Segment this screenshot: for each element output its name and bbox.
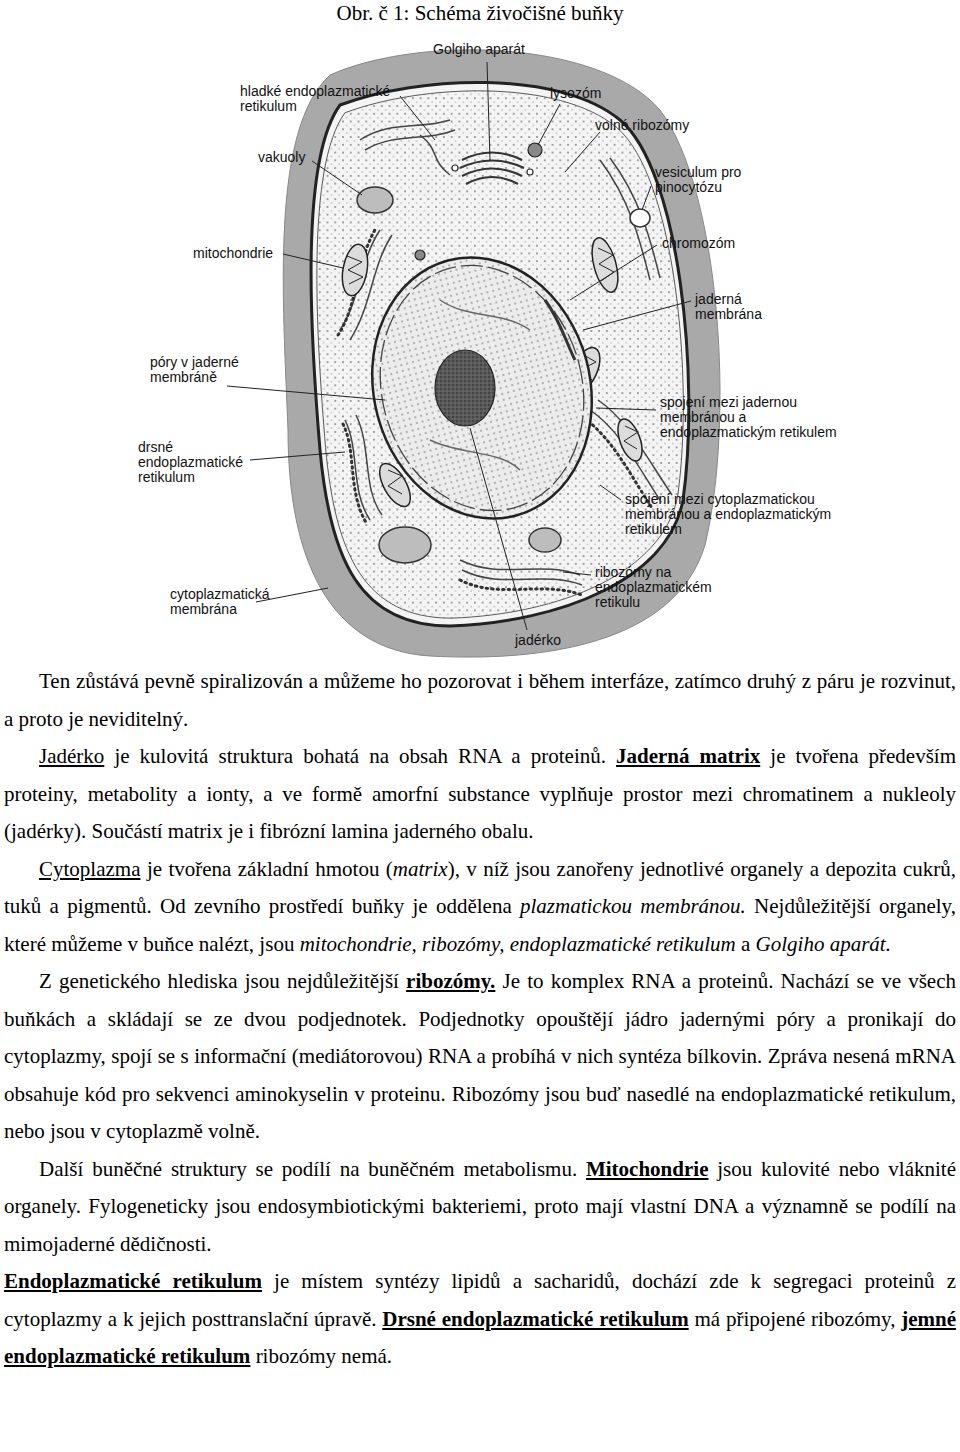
nucleus xyxy=(344,233,621,544)
bold-term: Mitochondrie xyxy=(586,1157,708,1181)
text-run: Ten zůstává pevně spiralizován a můžeme … xyxy=(4,669,956,731)
callout-label: mitochondrie xyxy=(193,246,273,261)
callout-label: hladké endoplazmatické retikulum xyxy=(240,84,415,114)
paragraph: Jadérko je kulovitá struktura bohatá na … xyxy=(4,738,956,851)
endoplasmic-reticulum xyxy=(338,120,672,595)
figure-title: Obr. č 1: Schéma živočišné buňky xyxy=(0,1,960,26)
text-run: Další buněčné struktury se podílí na bun… xyxy=(39,1157,577,1181)
italic-term: matrix xyxy=(393,857,448,881)
callout-label: jaderná membrána xyxy=(695,292,775,322)
bold-term: ribozómy. xyxy=(406,969,495,993)
callout-label: chromozóm xyxy=(662,236,735,251)
callout-label: spojení mezi cytoplazmatickou membránou … xyxy=(625,492,840,537)
callout-label: drsné endoplazmatické retikulum xyxy=(138,440,253,485)
paragraph: Další buněčné struktury se podílí na bun… xyxy=(4,1151,956,1264)
callout-label: volné ribozómy xyxy=(595,118,689,133)
underlined-term: Cytoplazma xyxy=(39,857,140,881)
callout-label: Golgiho aparát xyxy=(433,42,525,57)
callout-label: ribozómy na endoplazmatickém retikulu xyxy=(595,565,730,610)
bold-term: Jaderná matrix xyxy=(616,744,760,768)
callout-label: lysozóm xyxy=(550,86,601,101)
cell-body xyxy=(311,82,689,626)
leader-lines xyxy=(227,62,691,630)
golgi-apparatus xyxy=(452,153,533,185)
italic-term: mitochondrie, ribozómy, endoplazmatické … xyxy=(300,932,736,956)
callout-label: vesiculum pro pinocytózu xyxy=(655,165,765,195)
text-run: a xyxy=(741,932,750,956)
callout-label: spojení mezi jadernou membránou a endopl… xyxy=(660,395,852,440)
lysosomes xyxy=(415,143,542,260)
underlined-term: Jadérko xyxy=(39,744,104,768)
text-run: je tvořena základní hmotou ( xyxy=(147,857,393,881)
callout-label: jadérko xyxy=(515,633,561,648)
text-run: Je to komplex RNA a proteinů. Nachází se… xyxy=(4,969,956,1143)
paragraph: Cytoplazma je tvořena základní hmotou (m… xyxy=(4,851,956,964)
italic-term: plazmatickou membránou. xyxy=(520,894,746,918)
text-run: Z genetického hlediska jsou nejdůležitěj… xyxy=(39,969,399,993)
paragraph: Ten zůstává pevně spiralizován a můžeme … xyxy=(4,663,956,738)
text-run: ribozómy nemá. xyxy=(256,1344,392,1368)
text-run: má připojené ribozómy, xyxy=(694,1307,895,1331)
callout-label: póry v jaderné membráně xyxy=(150,355,262,385)
paragraph: Z genetického hlediska jsou nejdůležitěj… xyxy=(4,963,956,1151)
bold-term: Endoplazmatické retikulum xyxy=(4,1269,262,1293)
bold-term: Drsné endoplazmatické retikulum xyxy=(382,1307,688,1331)
italic-term: Golgiho aparát. xyxy=(756,932,891,956)
text-run: je kulovitá struktura bohatá na obsah RN… xyxy=(114,744,606,768)
callout-label: vakuoly xyxy=(258,150,305,165)
callout-label: cytoplazmatická membrána xyxy=(170,587,290,617)
paragraph: Endoplazmatické retikulum je místem synt… xyxy=(4,1263,956,1376)
cell-illustration xyxy=(0,0,960,660)
body-text: Ten zůstává pevně spiralizován a můžeme … xyxy=(4,663,956,1376)
